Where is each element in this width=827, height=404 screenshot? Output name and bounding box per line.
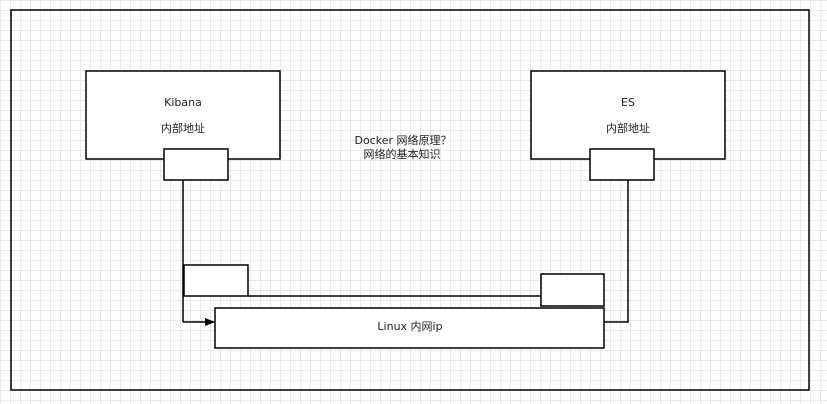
bridge-port-right (540, 273, 605, 307)
docker-note-line1: Docker 网络原理？ (354, 133, 451, 147)
es-vertical-link (604, 180, 629, 323)
kibana-container (85, 70, 281, 160)
es-address: 内部地址 (606, 121, 650, 135)
es-port (589, 148, 655, 181)
kibana-title: Kibana (164, 96, 202, 109)
es-container (530, 70, 726, 160)
linux-network-label: Linux 内网ip (377, 319, 442, 333)
kibana-address: 内部地址 (161, 121, 205, 135)
linux-network-box (214, 307, 605, 349)
kibana-port (163, 148, 229, 181)
bridge-port-left (183, 264, 249, 297)
es-title: ES (621, 96, 635, 109)
outer-frame (10, 9, 810, 391)
docker-note-line2: 网络的基本知识 (364, 147, 441, 161)
